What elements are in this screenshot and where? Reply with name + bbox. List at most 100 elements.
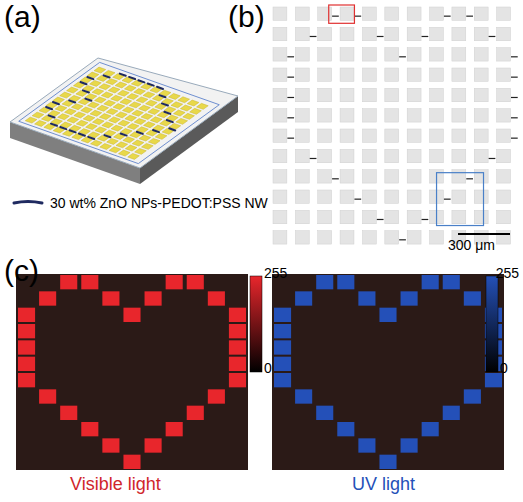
nanowire <box>83 90 89 92</box>
pixel <box>229 373 246 387</box>
electrode-pad <box>120 99 132 105</box>
nanowire <box>159 95 165 97</box>
electrode-pad <box>474 88 488 101</box>
electrode-pad <box>362 170 376 183</box>
electrode-pad <box>97 105 109 111</box>
electrode-pad <box>60 92 72 98</box>
electrode-pad <box>407 68 421 81</box>
electrode-pad <box>183 113 195 119</box>
electrode-pad <box>362 7 376 20</box>
highlight-box <box>437 173 484 226</box>
pixel <box>422 422 439 436</box>
nanowire <box>511 77 518 78</box>
electrode-pad <box>318 129 332 142</box>
pixel <box>274 373 291 387</box>
electrode-pad <box>295 170 309 183</box>
colorbar-max: 255 <box>496 265 519 281</box>
nanowire <box>511 56 518 57</box>
map-caption: Visible light <box>70 474 161 495</box>
electrode-pad <box>90 110 102 116</box>
electrode-pad <box>187 100 199 106</box>
nanowire <box>153 130 159 132</box>
electrode-pad <box>273 7 287 20</box>
pixel <box>60 275 77 289</box>
nanowire <box>53 102 59 104</box>
pixel <box>274 308 291 322</box>
electrode-pad <box>318 170 332 183</box>
electrode-pad <box>109 117 121 123</box>
electrode-pad <box>318 109 332 122</box>
nanowire <box>79 134 85 136</box>
electrode-pad <box>295 129 309 142</box>
electrode-pad <box>497 129 511 142</box>
electrode-pad <box>474 190 488 203</box>
electrode-pad <box>430 88 444 101</box>
electrode-pad <box>65 109 77 115</box>
electrode-pad <box>295 190 309 203</box>
nanowire <box>80 82 86 84</box>
electrode-pad <box>155 133 167 139</box>
electrode-pad <box>273 129 287 142</box>
electrode-pad <box>340 27 354 40</box>
electrode-pad <box>497 27 511 40</box>
pixel <box>401 291 418 305</box>
nanowire <box>88 137 94 139</box>
electrode-pad <box>362 109 376 122</box>
colorbar-min: 0 <box>500 360 508 376</box>
electrode-pad <box>497 68 511 81</box>
nanowire <box>169 128 175 130</box>
nanowire <box>104 75 110 77</box>
electrode-pad <box>88 102 100 108</box>
electrode-pad <box>67 87 79 93</box>
colorbar <box>486 276 498 372</box>
nanowire <box>354 199 361 200</box>
pixel <box>229 357 246 371</box>
electrode-pad <box>132 110 144 116</box>
electrode-pad <box>407 149 421 162</box>
pixel <box>337 275 354 289</box>
electrode-pad <box>100 144 112 150</box>
pixel <box>443 406 460 420</box>
electrode-pad <box>32 112 44 118</box>
nanowire <box>69 100 75 102</box>
electrode-pad <box>35 120 47 126</box>
electrode-pad <box>340 190 354 203</box>
panel-label: (a) <box>4 0 41 34</box>
pixel <box>39 389 56 403</box>
electrode-pad <box>86 124 98 130</box>
electrode-pad <box>362 27 376 40</box>
electrode-pad <box>111 125 123 131</box>
electrode-pad <box>122 107 134 113</box>
pixel <box>274 340 291 354</box>
electrode-pad <box>55 105 67 111</box>
electrode-pad <box>452 88 466 101</box>
electrode-pad <box>452 27 466 40</box>
nanowire <box>422 36 429 37</box>
panel-label: (c) <box>4 254 39 288</box>
electrode-pad <box>497 149 511 162</box>
nanowire <box>121 133 127 135</box>
electrode-pad <box>385 231 399 244</box>
electrode-array <box>25 67 208 159</box>
electrode-pad <box>340 231 354 244</box>
nanowire <box>399 56 406 57</box>
electrode-pad <box>109 147 121 153</box>
electrode-pad <box>497 109 511 122</box>
scale-label: 300 μm <box>448 237 495 253</box>
electrode-pad <box>318 48 332 61</box>
electrode-pad <box>150 117 162 123</box>
electrode-pad <box>430 231 444 244</box>
electrode-pad <box>92 89 104 95</box>
electrode-pad <box>118 120 130 126</box>
pixel <box>18 308 35 322</box>
electrode-pad <box>474 210 488 223</box>
plate-top <box>10 58 238 168</box>
electrode-pad <box>407 210 421 223</box>
electrode-pad <box>474 7 488 20</box>
nanowire <box>466 16 473 17</box>
electrode-pad <box>407 27 421 40</box>
electrode-pad <box>94 97 106 103</box>
electrode-pad <box>107 139 119 145</box>
electrode-pad <box>144 122 156 128</box>
electrode-pad <box>134 89 146 95</box>
